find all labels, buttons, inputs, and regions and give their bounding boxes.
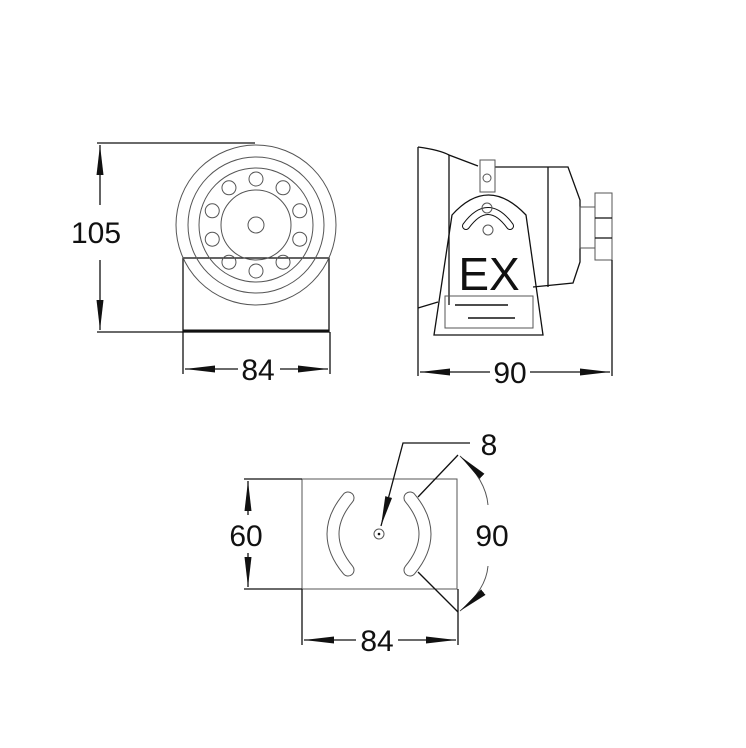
angle-dimension: 90: [475, 520, 508, 553]
angle-line: [417, 571, 459, 613]
bracket-screw: [481, 202, 493, 214]
width-dimension: 84: [360, 625, 393, 658]
angle-arc: [459, 455, 489, 506]
hole-leader-line: [380, 442, 470, 527]
ir-led: [221, 180, 237, 196]
center-hole-dot: [377, 532, 381, 536]
bracket-screw: [482, 224, 494, 236]
center-lens: [247, 216, 265, 234]
ir-led-ring: [204, 171, 308, 279]
ir-led: [275, 254, 291, 270]
height-dimension: 105: [71, 217, 121, 250]
height-dimension: 60: [229, 520, 262, 553]
bottom-view: 60 8 90 84: [229, 429, 508, 658]
sunshade-top: [417, 146, 479, 167]
mounting-bracket: [433, 194, 544, 336]
ir-led: [204, 231, 220, 247]
outer-ring: [175, 144, 337, 306]
ir-led: [292, 203, 308, 219]
depth-dimension: 90: [493, 357, 526, 390]
ir-led: [275, 180, 291, 196]
middle-ring: [187, 156, 325, 294]
ex-marking: EX: [458, 248, 519, 300]
width-dimension: 84: [241, 354, 274, 387]
front-view: 105 84: [71, 142, 337, 387]
base-plate: [301, 478, 458, 590]
ir-led: [292, 231, 308, 247]
hole-dimension: 8: [481, 429, 498, 462]
inner-ring: [198, 167, 314, 283]
gland-neck: [579, 206, 596, 249]
bracket-bolt: [482, 173, 492, 183]
mounting-slot-left: [326, 491, 355, 577]
base-bracket: [182, 257, 330, 333]
nameplate: [444, 295, 534, 329]
center-hole: [373, 528, 385, 540]
ir-led: [204, 203, 220, 219]
tilt-slot: [462, 207, 514, 230]
angle-line: [417, 454, 459, 498]
lens: [220, 189, 292, 261]
bracket-tab: [479, 159, 496, 193]
mounting-slot-right: [403, 491, 432, 577]
ir-led: [248, 263, 264, 279]
ir-led: [248, 171, 264, 187]
ir-led: [221, 254, 237, 270]
sunshade-bottom: [417, 301, 439, 309]
side-view: EX 90: [417, 146, 613, 390]
angle-arc: [459, 565, 489, 612]
cable-gland: [594, 192, 613, 261]
